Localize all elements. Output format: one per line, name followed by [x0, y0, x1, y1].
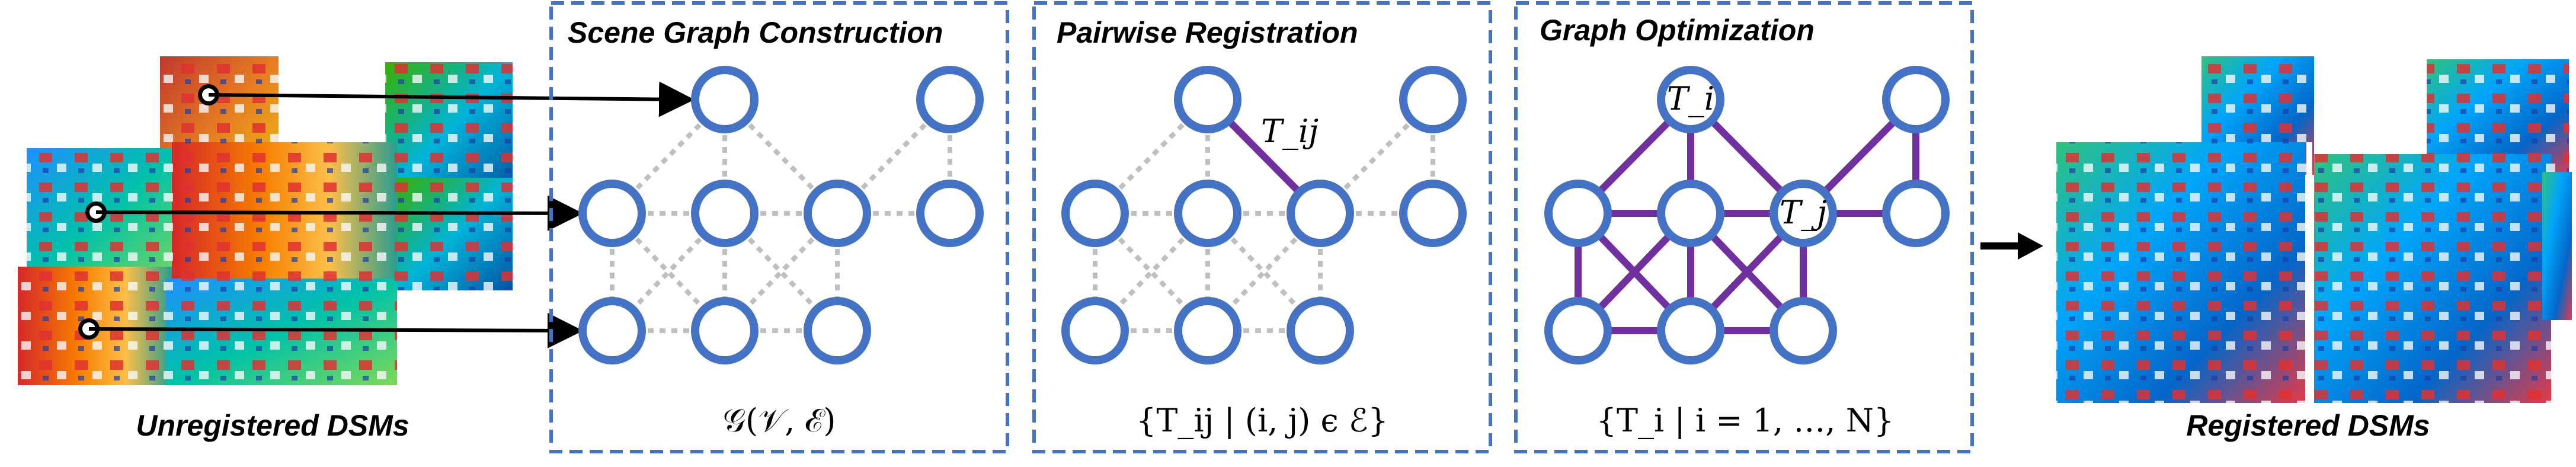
- pairwise-graph: [1061, 66, 1467, 364]
- result-arrow: [1980, 232, 2043, 260]
- node: [691, 297, 759, 364]
- node: [1657, 297, 1724, 364]
- scene-graph: [578, 66, 984, 364]
- panel-scene-graph: [549, 1, 1009, 453]
- node: [916, 180, 984, 247]
- graph-nodes: [1544, 66, 1950, 364]
- arrow-3: [88, 312, 583, 348]
- node-tj: [1769, 180, 1837, 247]
- panel-optimization: [1514, 1, 1974, 453]
- node: [1882, 180, 1950, 247]
- node-label-tj: T_j: [1780, 194, 1827, 231]
- left-caption: Unregistered DSMs: [136, 409, 409, 442]
- node: [1399, 66, 1467, 133]
- node: [691, 180, 759, 247]
- graph-nodes: [578, 66, 984, 364]
- panel-pairwise: [1032, 1, 1492, 453]
- edge-label-tij: T_ij: [1261, 113, 1319, 150]
- node: [1061, 297, 1129, 364]
- node: [1399, 180, 1467, 247]
- node-ti: [1657, 66, 1724, 133]
- panel-1-title: Scene Graph Construction: [568, 16, 943, 49]
- arrow-2: [95, 195, 583, 231]
- solid-edges: [1575, 97, 1919, 334]
- node: [1882, 66, 1950, 133]
- node: [578, 297, 646, 364]
- node: [1174, 180, 1241, 247]
- arrow-1: [208, 81, 695, 117]
- registered-dsm-image: [2056, 56, 2572, 403]
- panel-2-formula: {T_ij | (i, j) ϵ ℰ}: [1136, 402, 1388, 439]
- node: [1174, 297, 1241, 364]
- correspondence-arrows: [78, 81, 695, 348]
- node: [1544, 297, 1612, 364]
- dotted-edges: [610, 98, 952, 333]
- right-caption: Registered DSMs: [2186, 409, 2430, 442]
- optimized-graph: [1544, 66, 1950, 364]
- node: [1061, 180, 1129, 247]
- node: [1174, 66, 1241, 133]
- panel-1-formula: 𝒢(𝒱, ℰ): [723, 402, 836, 439]
- node: [1287, 297, 1354, 364]
- node: [804, 297, 871, 364]
- node: [804, 180, 871, 247]
- node: [578, 180, 646, 247]
- panel-2-title: Pairwise Registration: [1057, 16, 1358, 49]
- node: [916, 66, 984, 133]
- panel-3-formula: {T_i | i = 1, …, N}: [1596, 402, 1895, 439]
- node-label-ti: T_i: [1667, 80, 1714, 117]
- node: [691, 66, 759, 133]
- node: [1769, 297, 1837, 364]
- graph-nodes: [1061, 66, 1467, 364]
- panel-3-title: Graph Optimization: [1540, 14, 1815, 47]
- node: [1657, 180, 1724, 247]
- node: [1287, 180, 1354, 247]
- node: [1544, 180, 1612, 247]
